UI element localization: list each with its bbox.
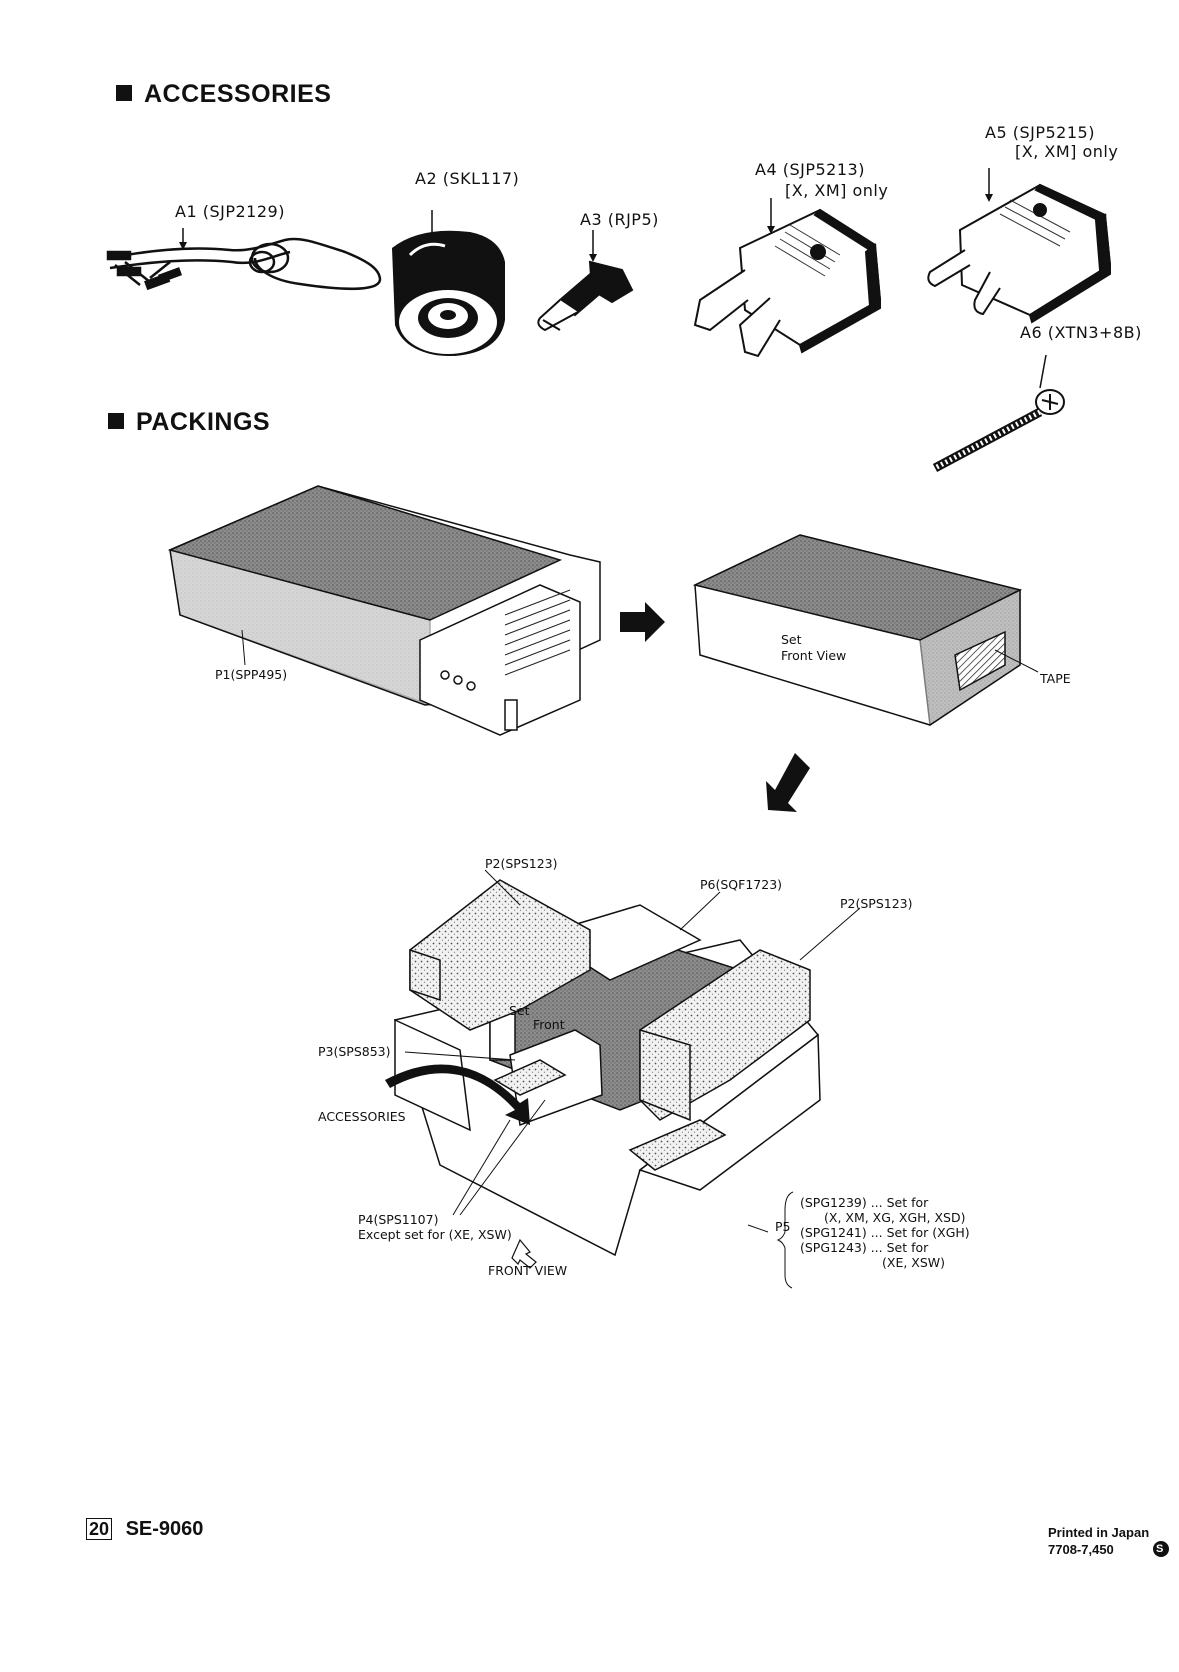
footer-mark-icon bbox=[1153, 1541, 1169, 1557]
p3-label: P3(SPS853) bbox=[318, 1044, 391, 1059]
heading-bullet-icon bbox=[108, 413, 124, 429]
tape-label: TAPE bbox=[1040, 671, 1071, 686]
set-front-line1: Set bbox=[781, 632, 802, 647]
footer-right: Printed in Japan 7708-7,450 bbox=[1048, 1524, 1149, 1558]
bagged-set-illustration bbox=[692, 534, 1023, 727]
p5-line-5: (XE, XSW) bbox=[882, 1255, 946, 1270]
p2-right-label: P2(SPS123) bbox=[840, 896, 913, 911]
p1-label: P1(SPP495) bbox=[215, 667, 288, 682]
packings-heading: PACKINGS bbox=[108, 408, 270, 437]
a6-label: A6 (XTN3+8B) bbox=[1020, 323, 1142, 342]
model-number: SE-9060 bbox=[125, 1518, 204, 1540]
a4-label: A4 (SJP5213) bbox=[755, 160, 865, 179]
a6-screw-illustration bbox=[932, 389, 1065, 472]
a1-label: A1 (SJP2129) bbox=[175, 202, 285, 221]
a3-label: A3 (RJP5) bbox=[580, 210, 659, 229]
carton-packing-illustration bbox=[394, 879, 821, 1257]
p2-left-label: P2(SPS123) bbox=[485, 856, 558, 871]
a1-cord-illustration bbox=[106, 237, 382, 291]
p5-line-2: (X, XM, XG, XGH, XSD) bbox=[824, 1210, 966, 1225]
footer-mark-letter: S bbox=[1156, 1543, 1164, 1555]
p5-line-4: (SPG1243) ... Set for bbox=[800, 1240, 929, 1255]
a4-note: [X, XM] only bbox=[785, 181, 889, 200]
front-view-arrow-icon bbox=[511, 1238, 537, 1269]
a4-plug-adaptor-illustration bbox=[693, 208, 882, 358]
p5-line-3: (SPG1241) ... Set for (XGH) bbox=[800, 1225, 970, 1240]
a2-adaptor-illustration bbox=[392, 230, 505, 356]
a5-note: [X, XM] only bbox=[1015, 142, 1119, 161]
page-number: 20 bbox=[86, 1518, 113, 1540]
p6-label: P6(SQF1723) bbox=[700, 877, 783, 892]
arrow-right-icon bbox=[620, 602, 665, 642]
p4-note: Except set for (XE, XSW) bbox=[358, 1227, 512, 1242]
a5-label: A5 (SJP5215) bbox=[985, 123, 1095, 142]
footer-left: 20 SE-9060 bbox=[86, 1518, 203, 1541]
front-view-label: FRONT VIEW bbox=[488, 1263, 568, 1278]
box-front-label: Front bbox=[533, 1017, 565, 1032]
accessories-heading: ACCESSORIES bbox=[116, 80, 331, 109]
heading-bullet-icon bbox=[116, 85, 132, 101]
set-front-line2: Front View bbox=[781, 648, 847, 663]
p5-line-1: (SPG1239) ... Set for bbox=[800, 1195, 929, 1210]
arrow-down-left-icon bbox=[766, 753, 810, 812]
box-set-label: Set bbox=[509, 1003, 530, 1018]
a3-plug-illustration bbox=[537, 260, 634, 332]
p5-label: P5 bbox=[775, 1219, 791, 1234]
printed-in-label: Printed in Japan bbox=[1048, 1525, 1150, 1540]
p4-label: P4(SPS1107) bbox=[358, 1212, 439, 1227]
print-code: 7708-7,450 bbox=[1048, 1542, 1114, 1557]
a2-label: A2 (SKL117) bbox=[415, 169, 520, 188]
accessories-curve-arrow-icon bbox=[385, 1064, 530, 1125]
set-in-bag-illustration bbox=[167, 485, 601, 736]
accessories-label: ACCESSORIES bbox=[318, 1109, 406, 1124]
a5-plug-adaptor-illustration bbox=[927, 183, 1112, 324]
